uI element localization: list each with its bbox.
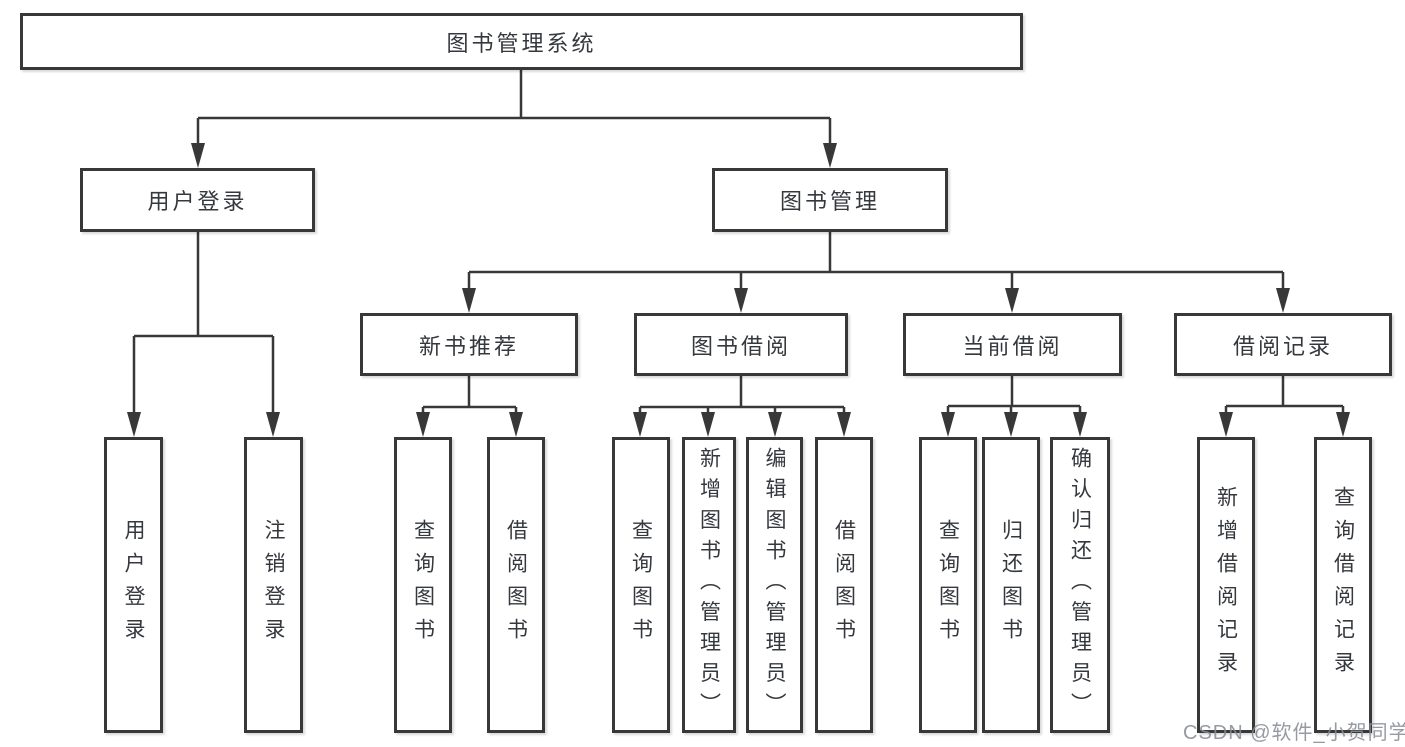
node-borrow-records-label: 借阅记录 (1232, 333, 1333, 359)
connector-borrowrecords-to-leaves (1224, 376, 1345, 414)
leaf-borrow-borrow-books: 借阅图书 (815, 437, 873, 733)
leaf-records-add-record: 新增借阅记录 (1197, 437, 1255, 733)
leaf-current-return-books: 归还图书 (982, 437, 1040, 733)
leaf-newbook-borrow-books: 借阅图书 (487, 437, 545, 733)
leaf-borrow-edit-books-admin: 编辑图书（管理员） (746, 437, 803, 733)
node-root: 图书管理系统 (20, 13, 1023, 70)
node-book-management: 图书管理 (712, 168, 948, 232)
leaf-newbook-query-books: 查询图书 (394, 437, 452, 733)
leaf-records-query-record: 查询借阅记录 (1314, 437, 1372, 733)
leaf-borrow-query-books: 查询图书 (612, 437, 670, 733)
node-book-management-label: 图书管理 (779, 189, 880, 214)
node-root-label: 图书管理系统 (446, 30, 597, 56)
node-book-borrow: 图书借阅 (634, 313, 848, 376)
node-book-borrow-label: 图书借阅 (690, 333, 791, 359)
node-new-book-recommend: 新书推荐 (360, 313, 578, 376)
arrowheads (127, 143, 1350, 437)
leaf-current-query-books: 查询图书 (919, 437, 977, 733)
node-new-book-recommend-label: 新书推荐 (418, 333, 519, 359)
connector-bookmgmt-to-level3 (467, 232, 1285, 290)
node-borrow-records: 借阅记录 (1174, 313, 1392, 376)
connector-userlogin-to-leaves (132, 232, 275, 414)
leaf-logout: 注销登录 (244, 437, 303, 733)
connector-currentborrow-to-leaves (946, 376, 1082, 414)
leaf-borrow-add-books-admin: 新增图书（管理员） (682, 437, 736, 733)
node-user-login-label: 用户登录 (147, 189, 248, 214)
leaf-current-confirm-return-admin: 确认归还（管理员） (1050, 437, 1110, 733)
node-user-login: 用户登录 (80, 168, 315, 232)
connector-root-to-level2 (196, 70, 832, 146)
connector-newbook-to-leaves (421, 376, 518, 414)
leaf-user-login: 用户登录 (104, 437, 163, 733)
connector-bookborrow-to-leaves (638, 376, 846, 414)
node-current-borrow: 当前借阅 (903, 313, 1122, 376)
csdn-watermark: CSDN @软件_小贺同学 (1183, 722, 1405, 744)
node-current-borrow-label: 当前借阅 (962, 333, 1063, 359)
